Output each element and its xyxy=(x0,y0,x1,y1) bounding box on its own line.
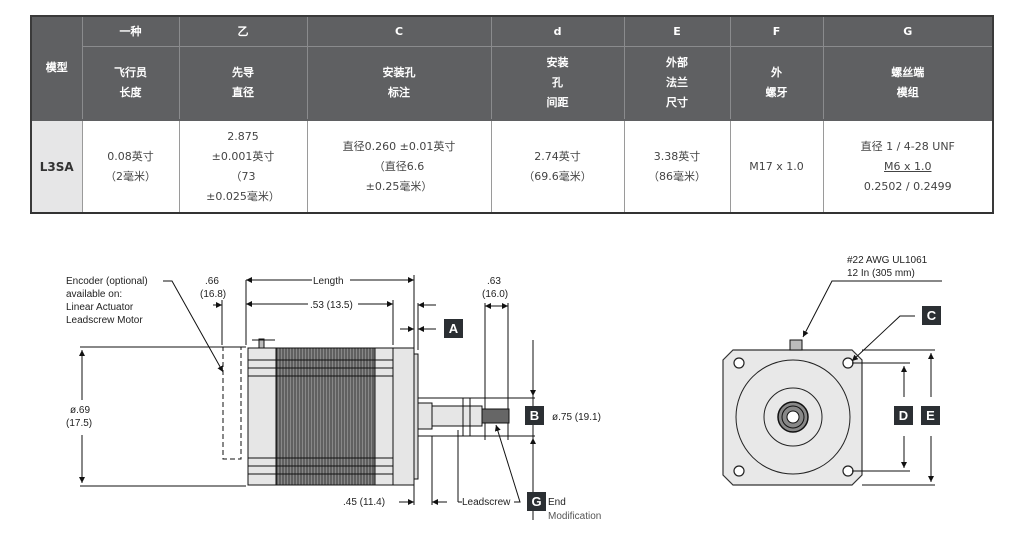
encoder-note-line: Encoder (optional) xyxy=(66,276,148,287)
col-label-line: 外 xyxy=(771,66,782,79)
col-label-line: 直径 xyxy=(232,86,254,99)
col-letter-b: 乙 xyxy=(178,15,308,47)
cell-line: 3.38英寸 xyxy=(653,149,701,163)
col-label-e: 外部法兰尺寸 xyxy=(623,46,731,121)
tag-g-label: G xyxy=(531,494,541,509)
model-header: 模型 xyxy=(30,15,83,121)
col-label-line: 飞行员 xyxy=(114,66,147,79)
tag-c-label: C xyxy=(927,308,937,323)
col-label-line: 螺牙 xyxy=(765,86,788,99)
tag-a xyxy=(444,319,463,338)
dim-045: .45 (11.4) xyxy=(343,497,385,508)
cell-line: M17 x 1.0 xyxy=(749,159,804,173)
cell-line: （直径6.6 xyxy=(373,159,425,173)
cell-line: 0.08英寸 xyxy=(107,149,154,163)
cell-line: 2.875 xyxy=(227,129,259,143)
col-letter-c: C xyxy=(306,15,492,47)
cell-line: 直径 1 / 4-28 UNF xyxy=(860,139,955,153)
col-label-line: 法兰 xyxy=(666,76,688,89)
cell-line: ±0.025毫米） xyxy=(206,189,280,203)
col-label-line: 安装 xyxy=(546,56,569,69)
cell-mounting-hole: 直径0.260 ±0.01英寸 （直径6.6 ±0.25毫米） xyxy=(306,119,492,214)
tag-b-label: B xyxy=(530,408,539,423)
wire-note-line: 12 In (305 mm) xyxy=(847,268,915,279)
dim-066-mm: (16.8) xyxy=(200,289,226,300)
col-label-a: 飞行员长度 xyxy=(81,46,180,121)
cell-link-text: M6 x 1.0 xyxy=(884,159,932,173)
tag-b xyxy=(525,406,544,425)
cell-pilot-length: 0.08英寸 （2毫米） xyxy=(81,119,180,214)
cell-screw-end: 直径 1 / 4-28 UNF M6 x 1.0 0.2502 / 0.2499 xyxy=(822,119,994,214)
spec-table: 模型 一种 乙 C d E F G 飞行员长度 先导直径 安装孔标注 安装孔间距… xyxy=(30,15,994,214)
col-label-d: 安装孔间距 xyxy=(490,46,625,121)
cell-line: 直径0.260 ±0.01英寸 xyxy=(342,139,456,153)
tag-e xyxy=(921,406,940,425)
col-letter-f: F xyxy=(729,15,824,47)
dim-069: ø.69 xyxy=(70,405,90,416)
col-label-c: 安装孔标注 xyxy=(306,46,492,121)
encoder-note-line: available on: xyxy=(66,289,122,300)
encoder-note-line: Leadscrew Motor xyxy=(66,315,143,326)
encoder-leader xyxy=(163,280,224,373)
col-letter-e: E xyxy=(623,15,731,47)
cell-line: （2毫米） xyxy=(105,169,156,183)
dim-053: .53 (13.5) xyxy=(310,300,353,311)
encoder-note-line: Linear Actuator xyxy=(66,302,134,313)
dim-length: Length xyxy=(313,276,344,287)
cell-hole-spacing: 2.74英寸 （69.6毫米） xyxy=(490,119,625,214)
cell-line: ±0.001英寸 xyxy=(211,149,275,163)
cell-flange-size: 3.38英寸 （86毫米） xyxy=(623,119,731,214)
col-label-line: 孔 xyxy=(552,76,563,89)
dim-063: .63 xyxy=(487,276,501,287)
dimension-drawing: Encoder (optional) available on: Linear … xyxy=(66,255,942,522)
tag-d xyxy=(894,406,913,425)
dim-063-mm: (16.0) xyxy=(482,289,508,300)
cell-pilot-diameter: 2.875 ±0.001英寸 （73 ±0.025毫米） xyxy=(178,119,308,214)
cell-line: 0.2502 / 0.2499 xyxy=(863,179,952,193)
tag-e-label: E xyxy=(926,408,935,423)
tag-d-label: D xyxy=(899,408,908,423)
col-label-line: 安装孔 xyxy=(382,66,416,79)
tag-g xyxy=(527,492,546,511)
leadscrew-label: Leadscrew xyxy=(462,497,511,508)
col-label-line: 先导 xyxy=(232,66,254,79)
col-label-f: 外螺牙 xyxy=(729,46,824,121)
cell-line: （73 xyxy=(230,169,256,183)
cell-outer-thread: M17 x 1.0 xyxy=(729,119,824,214)
col-label-g: 螺丝端模组 xyxy=(822,46,994,121)
dim-066: .66 xyxy=(205,276,219,287)
col-label-line: 螺丝端 xyxy=(891,66,925,79)
cell-line: 2.74英寸 xyxy=(534,149,581,163)
col-letter-d: d xyxy=(490,15,625,47)
col-label-line: 模组 xyxy=(896,86,919,99)
end-mod-label-2: Modification xyxy=(548,511,601,522)
model-cell: L3SA xyxy=(30,119,83,214)
cell-line: ±0.25毫米） xyxy=(365,179,433,193)
front-view: #22 AWG UL1061 12 In (305 mm) C D E xyxy=(722,255,942,486)
table-row: L3SA 0.08英寸 （2毫米） 2.875 ±0.001英寸 （73 ±0.025毫… xyxy=(30,119,994,214)
col-label-line: 间距 xyxy=(546,96,569,109)
col-letter-a: 一种 xyxy=(81,15,180,47)
dim-075: ø.75 (19.1) xyxy=(552,412,601,423)
col-letter-g: G xyxy=(822,15,994,47)
cell-line: （69.6毫米） xyxy=(523,169,592,183)
end-mod-label: End xyxy=(548,497,566,508)
cell-line: （86毫米） xyxy=(648,169,706,183)
col-label-line: 外部 xyxy=(666,56,688,69)
col-label-line: 标注 xyxy=(388,86,410,99)
col-label-line: 长度 xyxy=(119,86,142,99)
col-label-line: 尺寸 xyxy=(666,96,688,109)
col-label-b: 先导直径 xyxy=(178,46,308,121)
side-view: Encoder (optional) available on: Linear … xyxy=(66,275,601,522)
tag-a-label: A xyxy=(449,321,459,336)
wire-note-line: #22 AWG UL1061 xyxy=(847,255,928,266)
tag-c xyxy=(922,306,941,325)
dim-069-mm: (17.5) xyxy=(66,418,92,429)
